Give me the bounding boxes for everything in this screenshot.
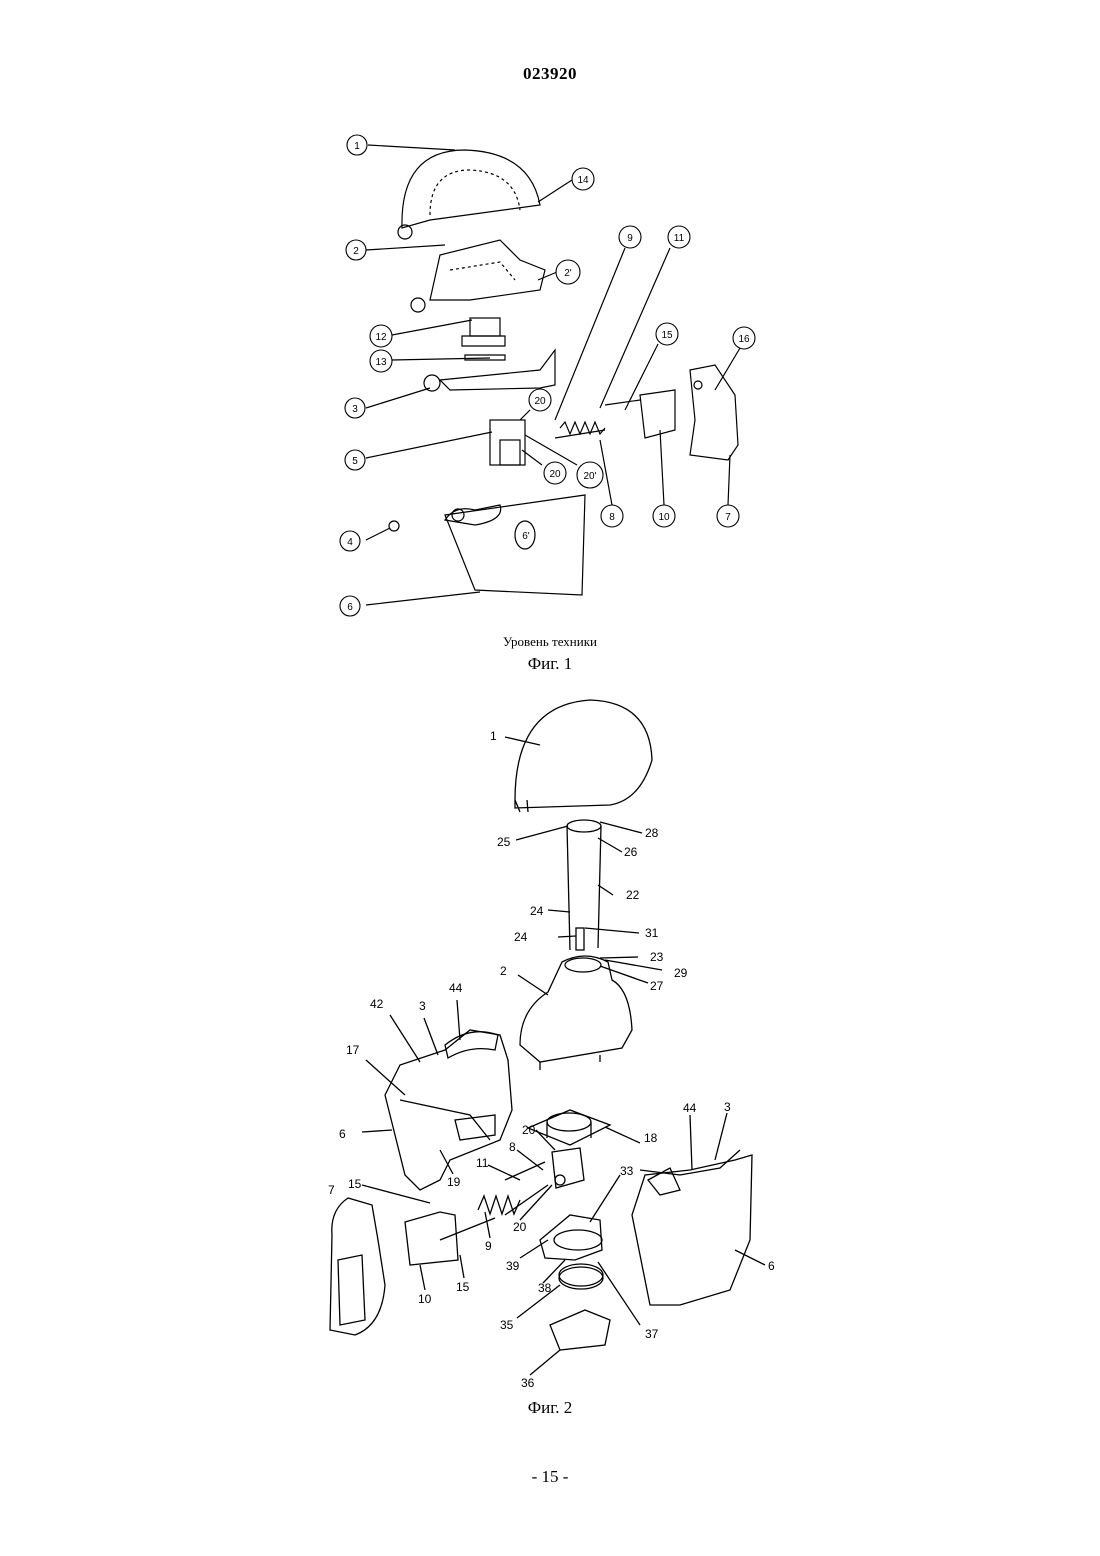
figure-1-note: Уровень техники (0, 634, 1100, 650)
fig2-label-35: 35 (500, 1318, 514, 1332)
fig2-label-1: 1 (490, 729, 497, 743)
svg-text:12: 12 (375, 332, 387, 343)
svg-text:3: 3 (352, 404, 358, 415)
fig1-label-12: 12 (370, 325, 392, 347)
fig2-label-38: 38 (538, 1281, 552, 1295)
svg-text:10: 10 (658, 512, 670, 523)
svg-text:8: 8 (609, 512, 615, 523)
fig1-label-8: 8 (601, 505, 623, 527)
fig2-label-28: 28 (645, 826, 659, 840)
fig2-label-24b: 24 (514, 930, 528, 944)
fig2-label-39: 39 (506, 1259, 520, 1273)
fig1-label-1: 1 (347, 135, 367, 155)
fig2-label-11: 11 (476, 1156, 489, 1170)
fig2-label-26: 26 (624, 845, 638, 859)
fig1-label-11: 11 (668, 226, 690, 248)
fig2-label-15b: 15 (456, 1280, 470, 1294)
figure-2-caption: Фиг. 2 (0, 1398, 1100, 1418)
fig2-label-37: 37 (645, 1327, 659, 1341)
fig1-label-20prime: 20' (577, 462, 603, 488)
fig1-label-3: 3 (345, 398, 365, 418)
fig1-label-6prime: 6' (522, 531, 530, 542)
fig1-label-7: 7 (717, 505, 739, 527)
fig2-label-8: 8 (509, 1140, 516, 1154)
page-number: - 15 - (0, 1467, 1100, 1487)
fig2-label-20b: 20 (513, 1220, 527, 1234)
svg-text:6: 6 (347, 602, 353, 613)
figure-1: 1 14 2 2' 12 13 3 5 20 20 20' 9 11 15 16… (0, 0, 1100, 700)
fig1-label-14: 14 (572, 168, 594, 190)
fig1-label-5: 5 (345, 450, 365, 470)
fig2-label-6b: 6 (768, 1259, 775, 1273)
svg-text:20: 20 (534, 396, 546, 407)
fig2-label-42: 42 (370, 997, 384, 1011)
figure-2: 1 25 28 26 22 24 24 31 23 29 27 2 42 3 4… (0, 690, 1100, 1390)
fig2-label-3b: 3 (724, 1100, 731, 1114)
svg-text:1: 1 (354, 141, 360, 152)
fig1-label-9: 9 (619, 226, 641, 248)
svg-text:5: 5 (352, 456, 358, 467)
fig2-label-25: 25 (497, 835, 511, 849)
svg-text:14: 14 (577, 175, 589, 186)
fig2-label-44a: 44 (449, 981, 463, 995)
fig2-label-33: 33 (620, 1164, 634, 1178)
fig2-label-3a: 3 (419, 999, 426, 1013)
svg-text:16: 16 (738, 334, 750, 345)
fig2-label-23: 23 (650, 950, 664, 964)
fig1-label-2: 2 (346, 240, 366, 260)
fig2-label-20a: 20 (522, 1123, 536, 1137)
fig2-label-27: 27 (650, 979, 664, 993)
fig2-label-18: 18 (644, 1131, 658, 1145)
svg-text:7: 7 (725, 512, 731, 523)
fig2-label-9: 9 (485, 1239, 492, 1253)
fig2-label-44b: 44 (683, 1101, 697, 1115)
fig2-label-2: 2 (500, 964, 507, 978)
svg-text:13: 13 (375, 357, 387, 368)
fig1-label-2prime: 2' (556, 260, 580, 284)
figure-1-drawing: 1 14 2 2' 12 13 3 5 20 20 20' 9 11 15 16… (0, 0, 1100, 700)
fig1-label-16: 16 (733, 327, 755, 349)
fig2-label-7: 7 (328, 1183, 335, 1197)
fig1-label-6: 6 (340, 596, 360, 616)
fig2-label-19: 19 (447, 1175, 461, 1189)
svg-text:11: 11 (674, 233, 685, 244)
svg-text:9: 9 (627, 233, 633, 244)
fig2-label-31: 31 (645, 926, 659, 940)
figure-2-drawing: 1 25 28 26 22 24 24 31 23 29 27 2 42 3 4… (0, 690, 1100, 1390)
svg-text:6': 6' (522, 531, 530, 542)
fig2-label-22: 22 (626, 888, 640, 902)
fig1-label-4: 4 (340, 531, 360, 551)
fig1-label-10: 10 (653, 505, 675, 527)
fig1-label-20b: 20 (544, 462, 566, 484)
figure-1-caption: Фиг. 1 (0, 654, 1100, 674)
fig1-label-20a: 20 (529, 389, 551, 411)
fig2-label-36: 36 (521, 1376, 535, 1390)
svg-text:2: 2 (353, 246, 359, 257)
fig2-label-24a: 24 (530, 904, 544, 918)
fig1-label-15: 15 (656, 323, 678, 345)
svg-text:15: 15 (661, 330, 673, 341)
fig1-label-13: 13 (370, 350, 392, 372)
svg-text:20: 20 (549, 469, 561, 480)
fig2-label-15a: 15 (348, 1177, 362, 1191)
fig2-label-10: 10 (418, 1292, 432, 1306)
svg-text:4: 4 (347, 537, 353, 548)
svg-text:20': 20' (583, 471, 596, 482)
fig2-label-29: 29 (674, 966, 688, 980)
fig2-label-6a: 6 (339, 1127, 346, 1141)
fig2-label-17: 17 (346, 1043, 360, 1057)
svg-text:2': 2' (564, 268, 572, 279)
